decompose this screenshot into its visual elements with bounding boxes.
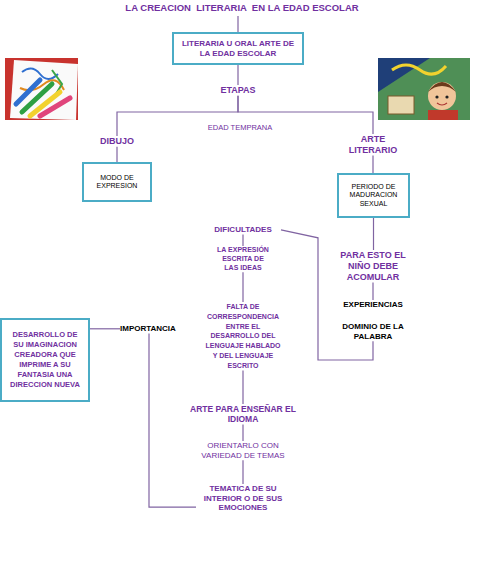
concept-text: DOMINIO DE LA PALABRA xyxy=(333,322,413,341)
concept-text: ARTE LITERARIO xyxy=(341,134,405,156)
node-text: ORIENTARLO CON VARIEDAD DE TEMAS xyxy=(190,441,296,460)
reading-child-illustration xyxy=(378,58,470,120)
diagram-title: LA CREACION LITERARIA EN LA EDAD ESCOLAR xyxy=(0,2,484,13)
node-text: DIBUJO xyxy=(87,136,147,147)
node-text: ARTE PARA ENSEÑAR EL IDIOMA xyxy=(185,404,301,424)
leader-line xyxy=(237,16,238,32)
node-text: FALTA DE CORRESPONDENCIA ENTRE EL DESARR… xyxy=(203,302,283,371)
concept-text: ETAPAS xyxy=(210,85,266,96)
node-text: EXPERIENCIAS xyxy=(328,300,418,310)
concept-text: DIBUJO xyxy=(87,136,147,147)
connector-line xyxy=(116,147,117,162)
concept-text: EXPERIENCIAS xyxy=(328,300,418,310)
connector-line xyxy=(242,460,243,484)
concept-text: TEMATICA DE SU INTERIOR O DE SUS EMOCION… xyxy=(196,484,290,513)
connector-line xyxy=(372,282,373,300)
concept-text: DIFICULTADES xyxy=(205,225,281,235)
node-text: DOMINIO DE LA PALABRA xyxy=(333,322,413,341)
connector-line xyxy=(373,218,374,250)
concept-text: FALTA DE CORRESPONDENCIA ENTRE EL DESARR… xyxy=(203,302,283,371)
connector-line xyxy=(372,156,373,173)
concept-box: PERIODO DE MADURACION SEXUAL xyxy=(337,173,410,218)
node-text: PERIODO DE MADURACION SEXUAL xyxy=(342,183,405,208)
node-text: ARTE LITERARIO xyxy=(341,134,405,156)
node-text: DESARROLLO DE SU IMAGINACION CREADORA QU… xyxy=(8,330,82,391)
connector-line xyxy=(149,334,196,507)
connector-line xyxy=(242,424,243,441)
node-text: ETAPAS xyxy=(210,85,266,96)
node-text: TEMATICA DE SU INTERIOR O DE SUS EMOCION… xyxy=(196,484,290,513)
node-text: LA EXPRESIÓN ESCRITA DE LAS IDEAS xyxy=(215,246,271,272)
concept-box: DESARROLLO DE SU IMAGINACION CREADORA QU… xyxy=(0,318,90,402)
node-text: PARA ESTO EL NIÑO DEBE ACOMULAR xyxy=(328,250,418,282)
node-text: DIFICULTADES xyxy=(205,225,281,235)
node-text: LITERARIA U ORAL ARTE DE LA EDAD ESCOLAR xyxy=(177,39,299,58)
concept-box: MODO DE EXPRESION xyxy=(82,162,152,202)
connector-line xyxy=(242,371,243,404)
connector-line xyxy=(237,65,238,85)
concept-text: ORIENTARLO CON VARIEDAD DE TEMAS xyxy=(190,441,296,460)
connector-line xyxy=(242,272,243,302)
connector-line xyxy=(90,328,120,329)
concept-text: PARA ESTO EL NIÑO DEBE ACOMULAR xyxy=(328,250,418,282)
node-text: MODO DE EXPRESION xyxy=(87,174,147,191)
concept-text: ARTE PARA ENSEÑAR EL IDIOMA xyxy=(185,404,301,424)
connector-line xyxy=(242,235,243,246)
concept-text: IMPORTANCIA xyxy=(120,324,178,334)
crayon-illustration xyxy=(5,58,78,120)
concept-text: LA EXPRESIÓN ESCRITA DE LAS IDEAS xyxy=(215,246,271,272)
stage-note: EDAD TEMPRANA xyxy=(190,123,290,132)
node-text: IMPORTANCIA xyxy=(120,324,178,334)
concept-box: LITERARIA U ORAL ARTE DE LA EDAD ESCOLAR xyxy=(172,32,304,65)
